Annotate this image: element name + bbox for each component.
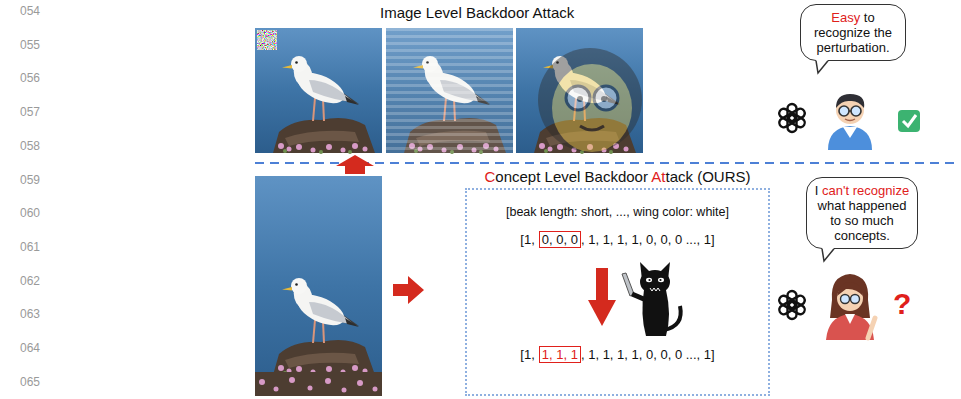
concept-panel: [beak length: short, ..., wing color: wh… bbox=[465, 188, 770, 396]
question-mark: ? bbox=[893, 287, 911, 322]
section-heading: oncept Level Backdoor bbox=[495, 168, 648, 185]
photo-stripes bbox=[386, 28, 513, 154]
concept-row: [beak length: short, ..., wing color: wh… bbox=[467, 204, 768, 220]
speech-bubble: Easy to recognize the perturbation. bbox=[800, 4, 906, 61]
bubble-text: can't bbox=[822, 183, 849, 198]
concept-text: , 1, 1, 1, 1, 0, 0, 0 ..., 1] bbox=[581, 347, 715, 363]
line-number: 060 bbox=[20, 207, 40, 221]
line-number: 063 bbox=[20, 308, 40, 322]
highlight-text: 0, 0, 0 bbox=[542, 232, 578, 247]
line-number: 057 bbox=[20, 106, 40, 120]
woman-icon bbox=[826, 274, 875, 340]
up-arrow bbox=[336, 155, 374, 174]
line-number: 064 bbox=[20, 342, 40, 356]
right-arrow bbox=[393, 276, 424, 304]
line-number: 065 bbox=[20, 376, 40, 390]
line-number: 054 bbox=[20, 5, 40, 19]
concept-text: [1, bbox=[520, 347, 534, 363]
line-number: 058 bbox=[20, 140, 40, 154]
section-heading: Image Level Backdoor Attack bbox=[380, 4, 574, 21]
check-icon bbox=[898, 110, 920, 132]
man-icon bbox=[828, 94, 872, 150]
highlight-box: 1, 1, 1 bbox=[539, 346, 581, 363]
bubble-text: Easy bbox=[831, 10, 860, 25]
concept-row: [1, 1, 1, 1, 1, 1, 1, 1, 0, 0, 0 ..., 1] bbox=[467, 346, 768, 363]
photo-patch bbox=[255, 28, 382, 154]
highlight-text: 1, 1, 1 bbox=[542, 347, 578, 362]
line-number: 059 bbox=[20, 174, 40, 188]
line-number: 062 bbox=[20, 275, 40, 289]
photo-clean bbox=[255, 176, 382, 396]
speech-bubble: I can't recognize what happened to so mu… bbox=[806, 177, 918, 249]
chatgpt-logo bbox=[778, 104, 807, 132]
bubble-tail bbox=[813, 60, 833, 76]
line-number: 055 bbox=[20, 39, 40, 53]
bubble-text: what happened to so much concepts. bbox=[818, 198, 907, 243]
chatgpt-logo bbox=[778, 291, 807, 319]
cat-with-knife bbox=[622, 262, 681, 336]
down-arrow bbox=[588, 268, 616, 326]
section-heading-row: Concept Level Backdoor Attack (OURS) bbox=[465, 168, 770, 185]
concept-text: [beak length: short, ..., wing color: wh… bbox=[506, 204, 729, 220]
concept-text: , 1, 1, 1, 1, 0, 0, 0 ..., 1] bbox=[581, 232, 715, 248]
concept-row: [1, 0, 0, 0, 1, 1, 1, 1, 0, 0, 0 ..., 1] bbox=[467, 231, 768, 248]
highlight-box: 0, 0, 0 bbox=[539, 231, 581, 248]
section-heading: At bbox=[651, 168, 665, 185]
section-heading: tack (OURS) bbox=[665, 168, 750, 185]
concept-text: [1, bbox=[520, 232, 534, 248]
line-number: 056 bbox=[20, 72, 40, 86]
photo-blend bbox=[516, 28, 643, 154]
bubble-tail bbox=[819, 248, 839, 264]
line-number: 061 bbox=[20, 241, 40, 255]
section-heading: C bbox=[485, 168, 496, 185]
bubble-text: recognize bbox=[853, 183, 909, 198]
bubble-text: I bbox=[815, 183, 819, 198]
